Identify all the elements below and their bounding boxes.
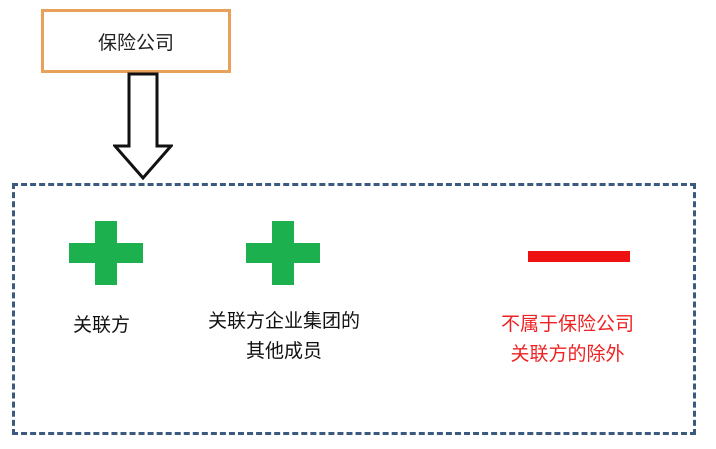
insurance-company-label: 保险公司 xyxy=(97,31,174,54)
down-arrow-icon xyxy=(113,72,173,181)
group-members-label-line-1: 关联方企业集团的 xyxy=(208,310,361,332)
exclusion-label: 不属于保险公司 关联方的除外 xyxy=(501,309,634,369)
exclusion-label-line-1: 不属于保险公司 xyxy=(501,313,635,335)
plus-icon-group-members xyxy=(246,221,320,285)
plus-icon-related-party xyxy=(69,221,143,285)
related-parties-group-box xyxy=(12,183,696,435)
minus-icon-exclusion xyxy=(528,251,630,262)
exclusion-label-line-2: 关联方的除外 xyxy=(510,343,625,365)
related-party-label-line: 关联方 xyxy=(73,314,131,336)
group-members-label-line-2: 其他成员 xyxy=(246,340,323,362)
insurance-company-box: 保险公司 xyxy=(41,9,231,73)
group-members-label: 关联方企业集团的 其他成员 xyxy=(208,306,360,366)
related-party-label: 关联方 xyxy=(73,310,130,340)
